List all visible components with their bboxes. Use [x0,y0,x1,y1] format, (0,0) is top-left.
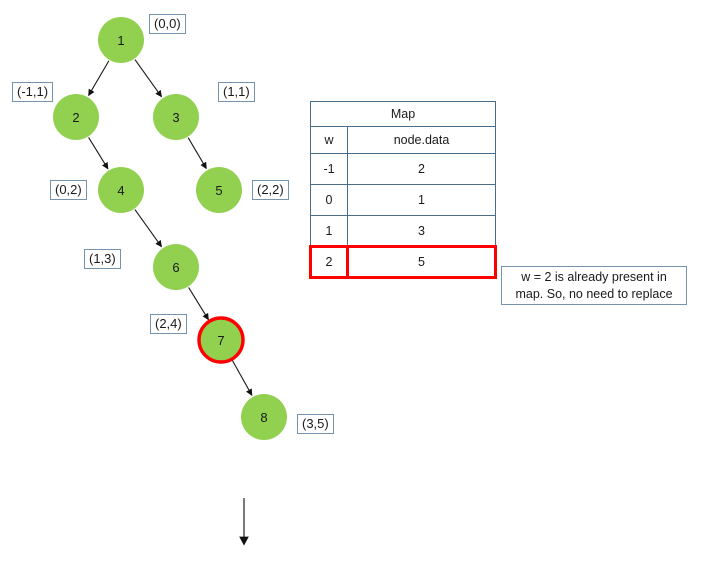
node-label: 4 [117,183,124,198]
node-label: 6 [172,260,179,275]
node-label: 8 [260,410,267,425]
map-table-title: Map [310,101,496,127]
node-circle [53,94,99,140]
graph-node-7[interactable]: 7 [197,316,245,364]
coordinate-tag-n5: (2,2) [252,180,289,200]
map-cell-w: 2 [309,245,349,279]
annotation-callout: w = 2 is already present in map. So, no … [501,266,687,305]
annotation-text: w = 2 is already present in map. So, no … [515,269,673,301]
edge-n4-to-n6 [134,209,162,248]
edge-n3-to-n5 [187,137,207,170]
map-cell-w: 1 [310,215,348,247]
coordinate-tag-n7: (2,4) [150,314,187,334]
map-cell-node-data: 3 [347,215,496,247]
map-cell-node-data: 5 [346,245,497,279]
edge-n2-to-n4 [88,137,109,170]
map-cell-node-data: 2 [347,153,496,185]
node-label: 1 [117,33,124,48]
node-label: 2 [72,110,79,125]
node-circle [98,167,144,213]
coordinate-tag-n6: (1,3) [84,249,121,269]
graph-node-6[interactable]: 6 [153,244,199,290]
map-cell-w: -1 [310,153,348,185]
edge-n6-to-n7 [188,287,209,321]
edge-n1-to-n3 [134,59,162,98]
coordinate-tag-n3: (1,1) [218,82,255,102]
graph-node-5[interactable]: 5 [196,167,242,213]
node-label: 5 [215,183,222,198]
node-circle-highlighted [197,316,245,364]
node-circle [241,394,287,440]
map-cell-w: 0 [310,184,348,216]
coordinate-tag-n4: (0,2) [50,180,87,200]
coordinate-tag-n8: (3,5) [297,414,334,434]
coordinate-tag-n2: (-1,1) [12,82,54,102]
edge-n1-to-n2 [88,60,110,97]
graph-node-3[interactable]: 3 [153,94,199,140]
node-label: 3 [172,110,179,125]
node-circle [196,167,242,213]
map-column-header-w: w [310,126,348,154]
node-circle [153,244,199,290]
node-label: 7 [217,333,224,348]
map-table-title-row: Map [310,101,496,127]
graph-node-4[interactable]: 4 [98,167,144,213]
node-circle [98,17,144,63]
edge-n7-to-n8 [231,359,253,396]
graph-node-2[interactable]: 2 [53,94,99,140]
edges-layer [88,59,253,396]
coordinate-tag-n1: (0,0) [149,14,186,34]
map-cell-node-data: 1 [347,184,496,216]
nodes-layer: 1 2 3 4 5 6 7 8 [53,17,287,440]
graph-node-1[interactable]: 1 [98,17,144,63]
graph-node-8[interactable]: 8 [241,394,287,440]
node-circle [153,94,199,140]
map-column-header-node-data: node.data [347,126,496,154]
